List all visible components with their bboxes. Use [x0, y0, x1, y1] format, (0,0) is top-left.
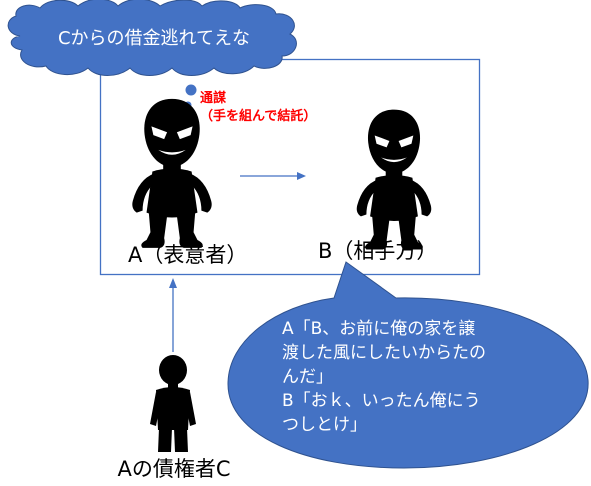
- villain-figure-b: [356, 109, 432, 250]
- speech-bubble: [227, 261, 589, 469]
- label-a: A（表意者）: [128, 243, 247, 267]
- collusion-label: 通謀: [200, 90, 227, 106]
- speech-line-3: んだ」: [282, 367, 333, 387]
- collusion-explanation: （手を組んで結託）: [200, 108, 316, 124]
- speech-line-4: B「おｋ、いったん俺にう: [282, 391, 481, 411]
- cloud-text: Cからの借金逃れてえな: [58, 28, 250, 49]
- label-c: Aの債権者C: [117, 457, 230, 481]
- main-frame: [99, 58, 481, 276]
- thought-dot-large: [185, 84, 197, 96]
- speech-line-1: A「B、お前に俺の家を譲: [282, 319, 475, 339]
- transfer-arrow: [240, 172, 306, 180]
- speech-line-5: つしとけ」: [282, 415, 367, 435]
- thought-cloud: [7, 0, 297, 76]
- creditor-figure-c: [150, 355, 196, 452]
- label-b: B（相手方）: [318, 239, 437, 263]
- speech-line-2: 渡した風にしたいからたの: [282, 343, 486, 363]
- creditor-arrow: [169, 278, 177, 352]
- speech-text: A「B、お前に俺の家を譲 渡した風にしたいからたの んだ」 B「おｋ、いったん俺…: [282, 319, 486, 435]
